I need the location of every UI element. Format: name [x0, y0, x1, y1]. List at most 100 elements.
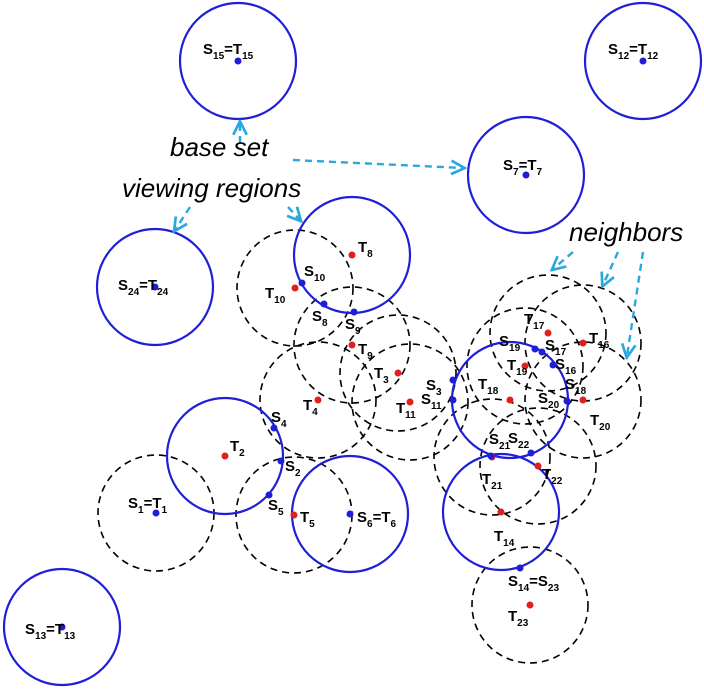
arrow-to-base-8 [288, 206, 300, 220]
viewing-regions-annotation: viewing regions [122, 173, 301, 203]
label-l14: S14=S23 [508, 573, 559, 594]
label-t17: T17 [524, 311, 545, 332]
dashed-regions [97, 229, 642, 664]
label-t11: T11 [396, 400, 416, 421]
label-t14: T14 [494, 528, 515, 549]
s-point-8 [320, 300, 328, 308]
label-t21: T21 [482, 471, 503, 492]
label-s16: S16 [555, 356, 577, 377]
label-l7: S7=T7 [503, 157, 543, 178]
label-t22: T22 [542, 466, 563, 487]
t-point-2 [221, 452, 229, 460]
label-l15: S15=T15 [203, 41, 254, 62]
label-s11: S11 [421, 391, 442, 412]
t-point-22 [534, 462, 542, 470]
base-set-annotation: base set [170, 132, 270, 162]
base-region-12 [583, 1, 703, 121]
label-t16: T16 [589, 330, 610, 351]
label-s21: S21 [489, 431, 511, 452]
s-point-6 [346, 510, 354, 518]
label-t18: T18 [478, 376, 499, 397]
label-s8: S8 [312, 308, 328, 329]
label-t20: T20 [590, 412, 611, 433]
base-region-24 [95, 227, 215, 347]
label-t5: T5 [300, 509, 315, 530]
t-point-4 [314, 396, 322, 404]
region-t17 [489, 274, 607, 392]
label-s4: S4 [271, 409, 287, 430]
base-region-15 [178, 1, 298, 121]
region-t10 [236, 229, 354, 347]
t-point-18 [506, 396, 514, 404]
label-t3: T3 [374, 365, 389, 386]
label-s5: S5 [268, 497, 284, 518]
neighbors-annotation: neighbors [569, 217, 683, 247]
t-point-11 [406, 398, 414, 406]
region-t3 [339, 314, 457, 432]
s-point-12 [639, 57, 647, 65]
label-l6: S6=T6 [357, 509, 397, 530]
s-points [58, 57, 647, 631]
label-s17: S17 [545, 337, 567, 358]
t-point-3 [394, 369, 402, 377]
s-point-3 [449, 376, 457, 384]
label-s19: S19 [499, 333, 521, 354]
arrow-to-base-24 [175, 206, 192, 230]
arrow-neighbor-2 [603, 251, 620, 285]
s-point-24 [151, 283, 159, 291]
region-t22 [479, 407, 597, 525]
arrow-to-base-7 [292, 158, 463, 168]
region-t4 [259, 341, 377, 459]
s-point-17 [538, 348, 546, 356]
s-point-11 [449, 396, 457, 404]
t-point-14 [497, 508, 505, 516]
region-t21 [433, 398, 551, 516]
label-s9: S9 [345, 316, 361, 337]
t-point-8 [348, 251, 356, 259]
label-s20: S20 [538, 390, 560, 411]
s-point-18 [563, 397, 571, 405]
t-point-9 [348, 341, 356, 349]
s-point-1 [152, 509, 160, 517]
s-point-5 [265, 491, 273, 499]
label-t8: T8 [358, 239, 373, 260]
s-point-7 [522, 171, 530, 179]
s-point-9 [350, 308, 358, 316]
region-t20 [524, 341, 642, 459]
label-l24: S24=T24 [118, 277, 169, 298]
s-point-13 [58, 623, 66, 631]
s-point-14 [516, 564, 524, 572]
label-t9: T9 [358, 341, 373, 362]
s-point-16 [549, 361, 557, 369]
s-point-19 [531, 345, 539, 353]
s-point-4 [270, 424, 278, 432]
label-t23: T23 [508, 608, 529, 629]
t-point-19 [521, 362, 529, 370]
s-point-10 [298, 279, 306, 287]
base-region-7 [466, 115, 586, 235]
label-l13: S13=T13 [25, 621, 76, 642]
t-point-10 [291, 284, 299, 292]
label-s10: S10 [304, 263, 326, 284]
label-l12: S12=T12 [608, 41, 659, 62]
t-point-17 [544, 329, 552, 337]
region-t11 [351, 343, 469, 461]
t-point-20 [579, 396, 587, 404]
arrow-neighbor-1 [553, 251, 574, 269]
annotation-arrows [175, 123, 645, 356]
label-s2: S2 [285, 458, 301, 479]
region-t19 [466, 307, 584, 425]
label-t10: T10 [265, 285, 286, 306]
label-t19: T19 [507, 357, 528, 378]
label-t2: T2 [230, 438, 245, 459]
s-point-21 [487, 452, 495, 460]
s-point-2 [277, 457, 285, 465]
label-s18: S18 [565, 376, 587, 397]
label-l1: S1=T1 [128, 495, 168, 516]
arrow-neighbor-3 [627, 251, 645, 356]
base-region-13 [2, 567, 122, 687]
s-point-22 [527, 449, 535, 457]
t-point-5 [290, 511, 298, 519]
